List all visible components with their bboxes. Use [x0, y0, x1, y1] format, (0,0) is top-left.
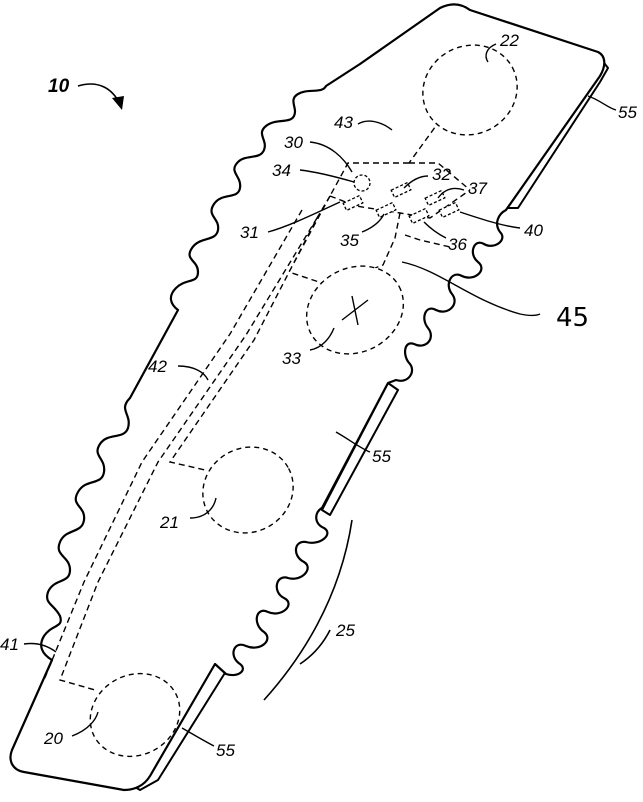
- label-21: 21: [159, 513, 179, 532]
- strip-outline: [11, 4, 605, 790]
- leader-55-bot: [182, 728, 214, 746]
- device-arrow: [78, 84, 120, 104]
- label-55-mid: 55: [372, 447, 391, 466]
- label-10: 10: [48, 76, 70, 97]
- label-32: 32: [432, 165, 451, 184]
- electrode-34: [354, 175, 370, 191]
- label-55-top: 55: [618, 103, 637, 122]
- device-arrowhead: [112, 96, 124, 110]
- label-35: 35: [340, 231, 359, 250]
- label-36: 36: [448, 235, 467, 254]
- label-30: 30: [284, 133, 303, 152]
- label-31: 31: [240, 223, 259, 242]
- label-45: 45: [556, 303, 589, 333]
- label-33: 33: [282, 349, 301, 368]
- label-40: 40: [524, 221, 543, 240]
- leader-55-top: [588, 96, 616, 110]
- label-22: 22: [499, 31, 519, 50]
- label-43: 43: [334, 113, 353, 132]
- label-20: 20: [43, 729, 63, 748]
- label-42: 42: [148, 357, 167, 376]
- label-34: 34: [272, 161, 291, 180]
- label-41: 41: [0, 635, 19, 654]
- label-37: 37: [468, 179, 487, 198]
- label-55-bot: 55: [216, 741, 235, 760]
- label-25: 25: [335, 621, 355, 640]
